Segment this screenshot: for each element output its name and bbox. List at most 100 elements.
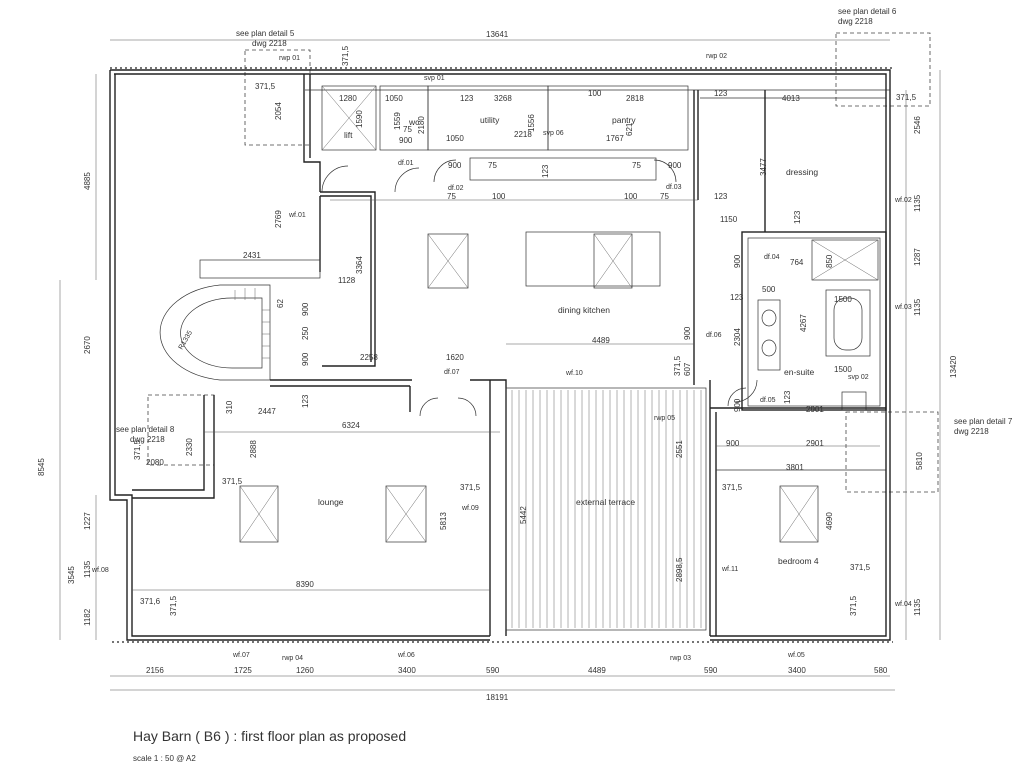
dim-371-5: 371,5	[850, 563, 871, 572]
tag-df06: df.06	[706, 332, 722, 339]
dim-100: 100	[492, 192, 506, 201]
dim-2180: 2180	[417, 116, 426, 134]
dim-2769: 2769	[274, 210, 283, 228]
dim-3268: 3268	[494, 94, 512, 103]
dim-8390: 8390	[296, 580, 314, 589]
room-label-dining-kitchen: dining kitchen	[558, 305, 610, 315]
dim-2670: 2670	[83, 336, 92, 354]
dim-2054: 2054	[274, 102, 283, 120]
dim-5810: 5810	[915, 452, 924, 470]
dim-371-5: 371,5	[255, 82, 276, 91]
dim-4267: 4267	[799, 314, 808, 332]
dim-1559: 1559	[393, 112, 402, 130]
room-label-pantry: pantry	[612, 115, 636, 125]
equipment-tags: rwp 01 rwp 02 rwp 03 rwp 04 rwp 05 svp 0…	[91, 53, 912, 662]
tag-wf07: wf.07	[232, 652, 250, 659]
dim-900: 900	[683, 326, 692, 340]
tag-rwp04: rwp 04	[282, 655, 303, 662]
dim-371-5: 371,5	[222, 477, 243, 486]
note-detail-8: see plan detail 8	[116, 425, 175, 434]
dim-75: 75	[447, 192, 456, 201]
tag-df03: df.03	[666, 184, 682, 191]
dim-1500: 1500	[834, 295, 852, 304]
dim-2898-5: 2898,5	[675, 557, 684, 582]
room-labels: lift wc utility pantry dressing dining k…	[318, 115, 819, 566]
tag-rwp02: rwp 02	[706, 53, 727, 60]
dim-bottom-1: 2156	[146, 666, 164, 675]
tag-wf08: wf.08	[91, 567, 109, 574]
dim-123: 123	[730, 293, 744, 302]
dim-bottom-6: 4489	[588, 666, 606, 675]
dim-4885: 4885	[83, 172, 92, 190]
dim-371-5: 371,5	[673, 355, 682, 376]
dim-overall-length: 18191	[486, 693, 509, 702]
note-detail-7-dwg: dwg 2218	[954, 427, 989, 436]
dim-900: 900	[399, 136, 413, 145]
tag-wf01: wf.01	[288, 212, 306, 219]
dim-123: 123	[793, 210, 802, 224]
dim-4690: 4690	[825, 512, 834, 530]
terrace-decking	[505, 387, 707, 631]
dim-bottom-2: 1725	[234, 666, 252, 675]
rooflights	[239, 233, 819, 543]
dim-1135: 1135	[913, 598, 922, 616]
dim-2901: 2901	[806, 405, 824, 414]
dim-371-5: 371,5	[896, 93, 917, 102]
dim-123: 123	[714, 192, 728, 201]
dim-2080: 2080	[146, 458, 164, 467]
tag-df02: df.02	[448, 185, 464, 192]
dim-900: 900	[301, 352, 310, 366]
dim-1050: 1050	[385, 94, 403, 103]
detail-notes: see plan detail 5 dwg 2218 see plan deta…	[116, 7, 1013, 444]
dim-6324: 6324	[342, 421, 360, 430]
dim-bottom-4: 3400	[398, 666, 416, 675]
dim-1556: 1556	[527, 114, 536, 132]
tag-df05: df.05	[760, 397, 776, 404]
dim-371-5: 371,5	[460, 483, 481, 492]
dim-123: 123	[301, 394, 310, 408]
room-label-dressing: dressing	[786, 167, 818, 177]
tag-wf06: wf.06	[397, 652, 415, 659]
tag-wf02: wf.02	[894, 197, 912, 204]
dim-4013: 4013	[782, 94, 800, 103]
dim-310: 310	[225, 400, 234, 414]
dim-2218: 2218	[514, 130, 532, 139]
tag-rwp03: rwp 03	[670, 655, 691, 662]
tag-df01: df.01	[398, 160, 414, 167]
dim-2304: 2304	[733, 328, 742, 346]
dim-2551: 2551	[675, 440, 684, 458]
tag-rwp05: rwp 05	[654, 415, 675, 422]
dim-607: 607	[683, 362, 692, 376]
dim-1128: 1128	[338, 276, 356, 285]
drawing-title: Hay Barn ( B6 ) : first floor plan as pr…	[133, 728, 406, 744]
dim-1050: 1050	[446, 134, 464, 143]
tag-df07: df.07	[444, 369, 460, 376]
dim-1227: 1227	[83, 512, 92, 530]
dimension-lines	[59, 39, 941, 691]
dim-62: 62	[276, 299, 285, 308]
dim-1135: 1135	[913, 298, 922, 316]
tag-wf11: wf.11	[721, 566, 738, 573]
dim-75: 75	[660, 192, 669, 201]
dim-3545: 3545	[67, 566, 76, 584]
dim-2546: 2546	[913, 116, 922, 134]
room-label-en-suite: en-suite	[784, 367, 815, 377]
note-detail-6-dwg: dwg 2218	[838, 17, 873, 26]
note-detail-7: see plan detail 7	[954, 417, 1013, 426]
dim-123: 123	[783, 390, 792, 404]
dim-2818: 2818	[626, 94, 644, 103]
room-label-wc: wc	[408, 117, 420, 127]
dim-2888: 2888	[249, 440, 258, 458]
tag-wf05: wf.05	[787, 652, 805, 659]
room-label-lounge: lounge	[318, 497, 344, 507]
room-label-external-terrace: external terrace	[576, 497, 635, 507]
dim-100: 100	[624, 192, 638, 201]
room-label-lift: lift	[344, 130, 353, 140]
dim-4489: 4489	[592, 336, 610, 345]
tag-svp02: svp 02	[848, 374, 869, 381]
dim-2431: 2431	[243, 251, 261, 260]
dim-371-5: 371,5	[722, 483, 743, 492]
dim-bottom-8: 3400	[788, 666, 806, 675]
dim-bottom-5: 590	[486, 666, 500, 675]
